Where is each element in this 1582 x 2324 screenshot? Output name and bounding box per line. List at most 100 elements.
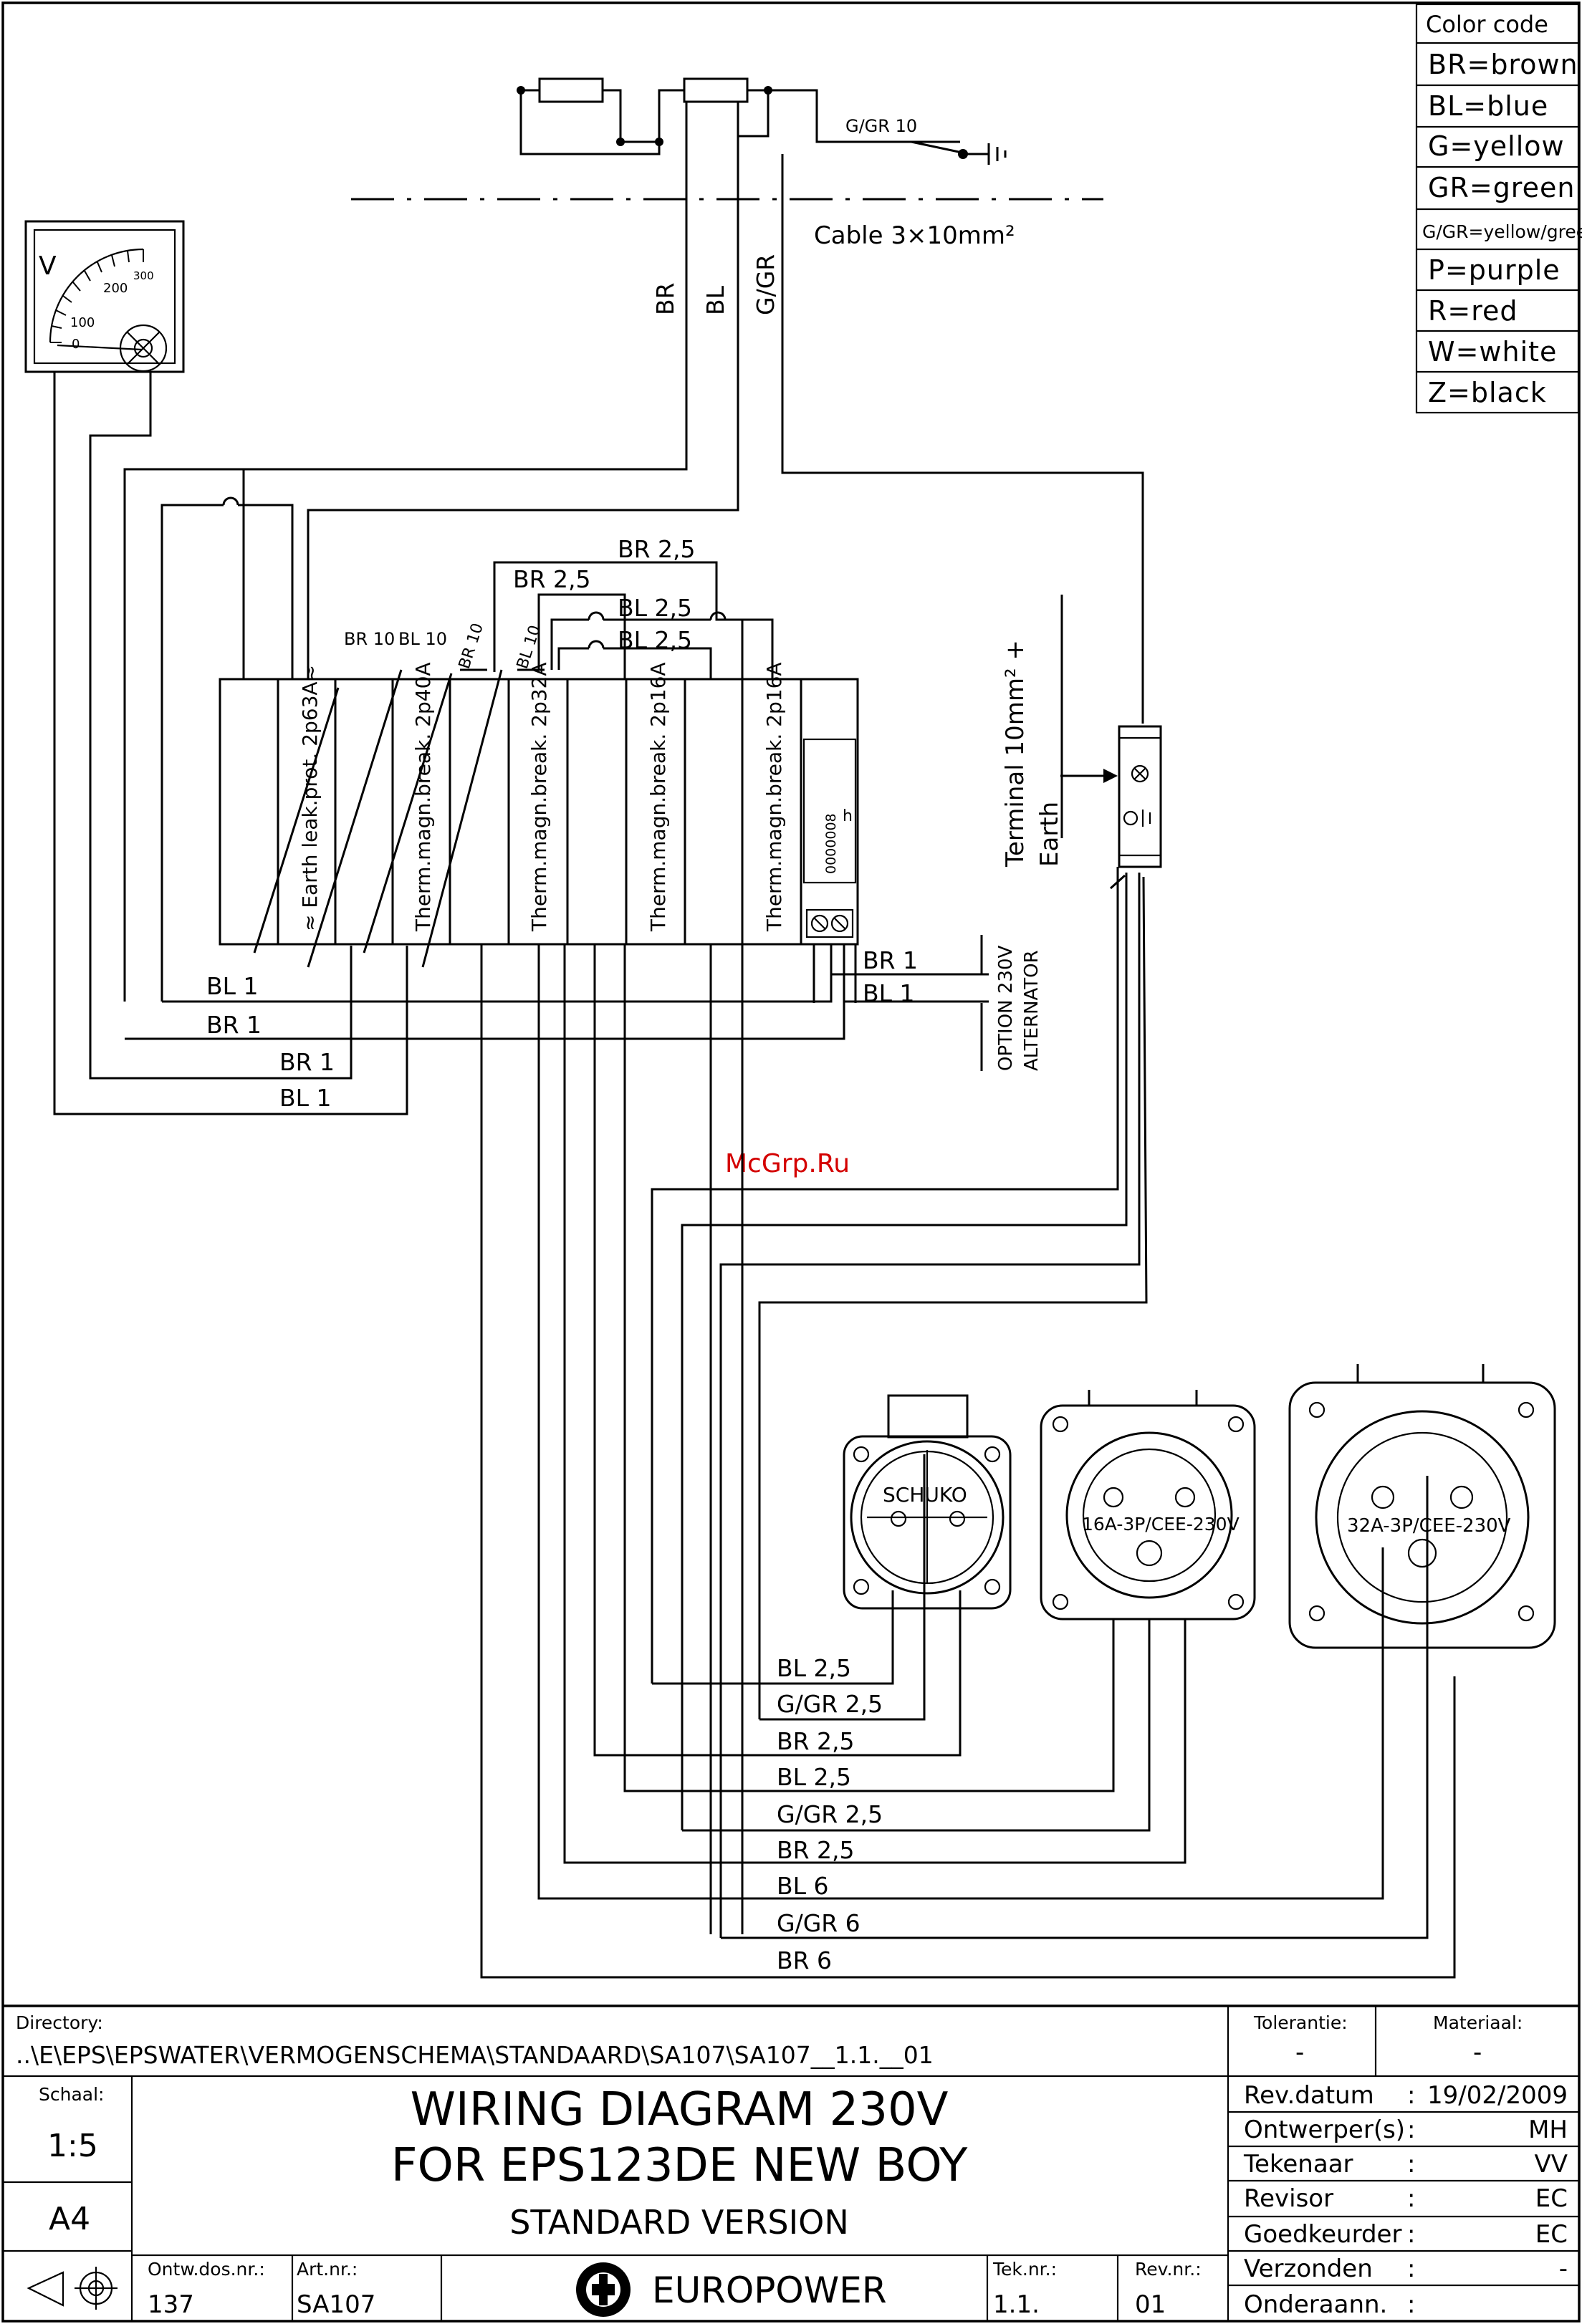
option-label: OPTION 230V: [995, 946, 1017, 1071]
color-code-title: Color code: [1426, 11, 1548, 38]
supply-feed: [123, 468, 310, 1002]
materiaal-value: -: [1473, 2038, 1482, 2067]
field-separator: :: [1407, 2184, 1415, 2213]
field-separator: :: [1407, 2290, 1415, 2319]
field-label: Revisor: [1244, 2184, 1333, 2213]
color-code-entry: W=white: [1428, 336, 1557, 368]
socket-wiring: BL 2,5 G/GR 2,5 BR 2,5 BL 2,5 G/GR 2,5 B…: [480, 867, 1456, 1979]
earth-terminal: Terminal 10mm² + Earth: [1001, 595, 1162, 868]
socket-wire-label: BL 2,5: [777, 1763, 851, 1791]
drawing-title: WIRING DIAGRAM 230V: [411, 2083, 949, 2136]
field-separator: :: [1407, 2150, 1415, 2179]
hour-meter-unit: h: [843, 807, 853, 825]
field-label: Verzonden: [1244, 2255, 1373, 2283]
drawing-subtitle: FOR EPS123DE NEW BOY: [391, 2139, 968, 2192]
tolerantie-value: -: [1295, 2038, 1304, 2067]
color-code-entry: G=yellow: [1428, 130, 1565, 162]
voltmeter-scale-label: 300: [133, 269, 154, 282]
socket-wire-label: G/GR 6: [777, 1909, 860, 1937]
meter-wire-label: BR 1: [206, 1011, 262, 1039]
color-code-entry: P=purple: [1428, 254, 1561, 286]
cee16-socket: 16A-3P/CEE-230V: [1040, 1390, 1256, 1620]
breaker-label: ≈ Earth leak.prot. 2p63A≈: [298, 665, 322, 931]
voltmeter-lead: [89, 372, 353, 1080]
terminal-label: Earth: [1035, 802, 1064, 867]
art-label: Art.nr.:: [297, 2259, 358, 2280]
schaal-label: Schaal:: [39, 2084, 104, 2105]
rev-value: 01: [1135, 2290, 1166, 2319]
field-value: EC: [1535, 2220, 1568, 2249]
cee16-label: 16A-3P/CEE-230V: [1082, 1514, 1240, 1535]
bus-label: BL 10: [398, 629, 447, 649]
tolerantie-label: Tolerantie:: [1253, 2012, 1348, 2033]
meter-wire-label: BL 1: [206, 972, 259, 1000]
field-value: 19/02/2009: [1427, 2081, 1568, 2110]
tek-value: 1.1.: [993, 2290, 1040, 2319]
option-label: ALTERNATOR: [1021, 950, 1042, 1071]
socket-wire-label: BR 2,5: [777, 1836, 855, 1864]
bus-label: BR 2,5: [513, 565, 591, 593]
bus-label: BL 2,5: [618, 594, 692, 622]
field-separator: :: [1407, 2255, 1415, 2283]
color-code-entry: R=red: [1428, 295, 1518, 327]
ontw-label: Ontw.dos.nr.:: [148, 2259, 265, 2280]
option-alternator: BR 1 BL 1 OPTION 230V ALTERNATOR: [831, 935, 1042, 1071]
option-wire-label: BL 1: [863, 979, 915, 1007]
terminal-label: Terminal 10mm² +: [1001, 640, 1030, 868]
field-value: MH: [1528, 2116, 1568, 2144]
materiaal-label: Materiaal:: [1433, 2012, 1523, 2033]
europower-logo-icon: [576, 2262, 631, 2317]
field-separator: :: [1407, 2081, 1415, 2110]
voltmeter: V 0 100 200 300: [24, 220, 185, 373]
color-code-entry: BR=brown: [1428, 49, 1578, 80]
format-value: A4: [49, 2201, 90, 2237]
color-code-table: Color code BR=brown BL=blue G=yellow GR=…: [1415, 3, 1582, 414]
cable-label: Cable 3×10mm²: [814, 221, 1015, 250]
field-value: VV: [1534, 2150, 1568, 2179]
field-label: Rev.datum: [1244, 2081, 1374, 2110]
field-label: Ontwerper(s): [1244, 2116, 1405, 2144]
bus-label: BL 2,5: [618, 626, 692, 654]
breaker-label: Therm.magn.break. 2p16A: [646, 662, 670, 932]
projection-symbol-icon: [27, 2267, 118, 2310]
breaker-label: Therm.magn.break. 2p40A: [411, 662, 435, 932]
cee32-label: 32A-3P/CEE-230V: [1347, 1515, 1511, 1537]
socket-wire-label: G/GR 2,5: [777, 1800, 883, 1828]
bus-label: BR 2,5: [618, 535, 696, 563]
voltmeter-scale-label: 100: [70, 315, 95, 330]
art-value: SA107: [297, 2290, 375, 2319]
title-block: Directory: ..\E\EPS\EPSWATER\VERMOGENSCH…: [3, 2004, 1579, 2321]
field-value: -: [1559, 2255, 1568, 2283]
color-code-entry: BL=blue: [1428, 90, 1548, 122]
socket-wire-label: BR 2,5: [777, 1727, 855, 1755]
field-label: Onderaann.: [1244, 2290, 1387, 2319]
directory-path: ..\E\EPS\EPSWATER\VERMOGENSCHEMA\STANDAA…: [16, 2041, 934, 2069]
bus-label: BR 10: [456, 621, 487, 671]
bus-wires: BR 2,5 BR 2,5 BL 2,5 BL 2,5: [493, 535, 774, 679]
drawing-version: STANDARD VERSION: [509, 2203, 849, 2242]
voltmeter-lead: [53, 372, 408, 1115]
hour-meter-digits: 0000008: [823, 813, 839, 874]
top-resistor-network: G/GR 10: [517, 77, 1007, 165]
cee32-socket: 32A-3P/CEE-230V: [1288, 1364, 1556, 1649]
socket-wire-label: BR 6: [777, 1946, 832, 1974]
brand-name: EUROPOWER: [652, 2270, 887, 2311]
voltmeter-scale-label: 200: [103, 281, 128, 296]
schuko-label: SCHUKO: [883, 1483, 967, 1507]
cable-conductors: BR BL G/GR: [242, 90, 1144, 724]
conductor-label: G/GR: [752, 254, 780, 315]
breaker-label: Therm.magn.break. 2p32A: [527, 662, 551, 932]
voltmeter-unit: V: [39, 251, 57, 281]
option-wire-label: BR 1: [863, 946, 918, 974]
breaker-label: Therm.magn.break. 2p16A: [762, 662, 786, 932]
schaal-value: 1:5: [47, 2128, 98, 2164]
color-code-entry: Z=black: [1428, 377, 1547, 408]
voltmeter-scale-label: 0: [72, 337, 80, 352]
conductor-label: BR: [651, 282, 679, 315]
color-code-entry: G/GR=yellow/green: [1422, 221, 1582, 242]
conductor-label: BL: [701, 285, 729, 315]
field-label: Tekenaar: [1243, 2150, 1353, 2179]
field-separator: :: [1407, 2116, 1415, 2144]
